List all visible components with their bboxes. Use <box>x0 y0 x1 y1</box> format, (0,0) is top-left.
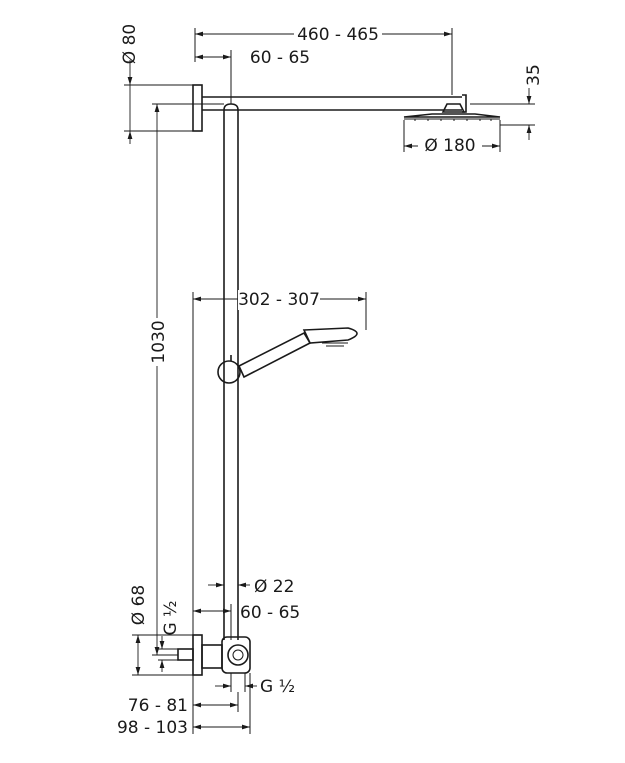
handshower-spray-face <box>322 342 348 347</box>
dim-head-dia-label: Ø 180 <box>424 136 475 156</box>
thread-left-label: G ½ <box>161 600 181 635</box>
dim-wall-flange-label: Ø 80 <box>120 24 140 64</box>
valve-knob-inner <box>232 649 244 661</box>
head-connector <box>441 103 466 113</box>
dimension-lines: 460 - 465 60 - 65 Ø 80 35 Ø 180 1030 <box>117 24 544 738</box>
dim-top-width-label: 460 - 465 <box>297 25 379 45</box>
dim-total-height-label: 1030 <box>149 320 169 363</box>
product-outline <box>177 84 501 676</box>
overhead-shower-nozzles <box>414 119 492 121</box>
handshower-handle <box>237 331 312 379</box>
handshower-head <box>302 327 358 344</box>
dim-depth-1-label: 76 - 81 <box>128 696 188 716</box>
riser-elbow <box>223 103 239 111</box>
top-wall-flange <box>192 84 203 132</box>
overhead-shower-head <box>403 113 501 118</box>
thread-right-label: G ½ <box>260 677 295 697</box>
dim-handshower-label: 302 - 307 <box>238 290 320 310</box>
valve-inlet-stub <box>177 648 194 661</box>
slider-knob <box>217 360 241 384</box>
dim-depth-2-label: 98 - 103 <box>117 718 188 738</box>
bottom-wall-flange <box>192 634 203 676</box>
dim-top-offset-label: 60 - 65 <box>250 48 310 68</box>
dim-head-height-label: 35 <box>524 64 544 86</box>
dim-bottom-offset-label: 60 - 65 <box>240 603 300 623</box>
valve-mixer <box>221 636 251 674</box>
valve-body <box>201 644 223 669</box>
dim-pipe-dia-label: Ø 22 <box>254 577 294 597</box>
dim-bottom-flange-label: Ø 68 <box>129 585 149 625</box>
valve-knob-outer <box>227 644 249 666</box>
